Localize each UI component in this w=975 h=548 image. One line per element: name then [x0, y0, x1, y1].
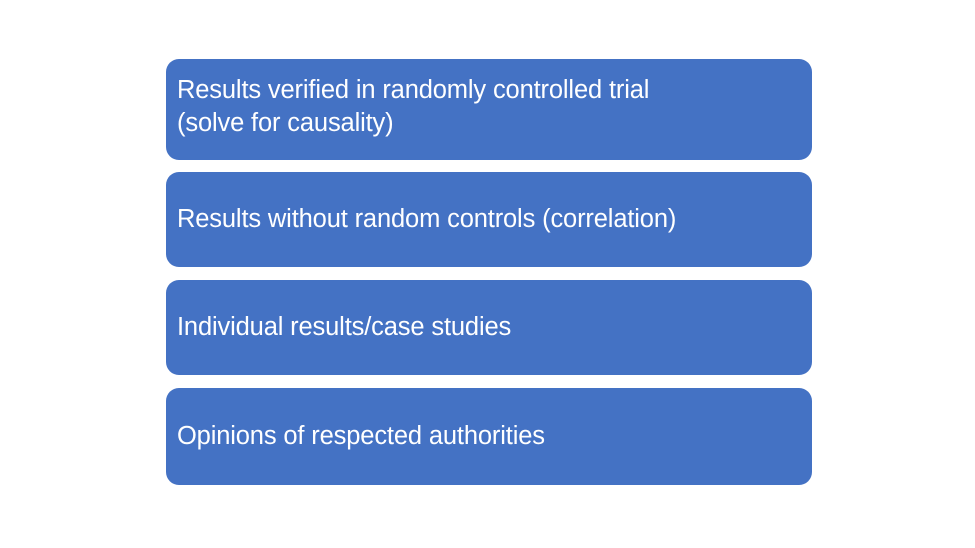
evidence-level-expert-opinion-box[interactable]: Opinions of respected authorities — [166, 388, 812, 485]
evidence-level-correlation-box[interactable]: Results without random controls (correla… — [166, 172, 812, 267]
evidence-level-expert-opinion-label: Opinions of respected authorities — [177, 422, 545, 450]
evidence-level-randomized-controlled-trial-box[interactable]: Results verified in randomly controlled … — [166, 59, 812, 160]
evidence-level-correlation-label: Results without random controls (correla… — [177, 205, 677, 233]
evidence-level-randomized-controlled-trial-label: Results verified in randomly controlled … — [177, 76, 650, 137]
evidence-level-case-studies-box[interactable]: Individual results/case studies — [166, 280, 812, 375]
evidence-level-case-studies-label: Individual results/case studies — [177, 313, 512, 341]
